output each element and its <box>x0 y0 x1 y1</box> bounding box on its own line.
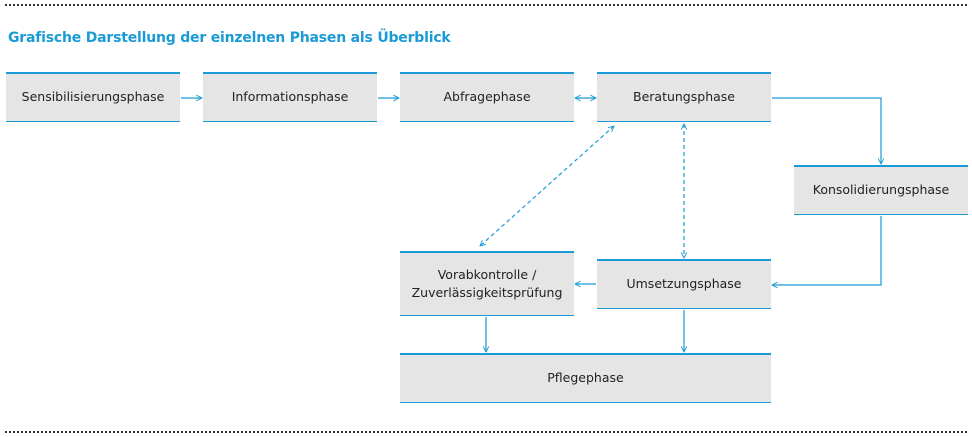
node-label-line2: Zuverlässigkeitsprüfung <box>411 285 563 300</box>
node-label: Informationsphase <box>231 89 349 105</box>
node-label: Beratungsphase <box>633 89 735 105</box>
dashed-arrow-beratung-vorabkontrolle <box>480 126 614 246</box>
node-abfragephase: Abfragephase <box>400 72 574 122</box>
node-informationsphase: Informationsphase <box>203 72 377 122</box>
node-label: Abfragephase <box>443 89 531 105</box>
top-dotted-divider <box>5 4 967 6</box>
node-umsetzungsphase: Umsetzungsphase <box>597 259 771 309</box>
node-label: Sensibilisierungsphase <box>21 89 165 105</box>
node-label-line1: Vorabkontrolle / <box>437 266 537 282</box>
node-label: Pflegephase <box>547 370 624 386</box>
diagram-title: Grafische Darstellung der einzelnen Phas… <box>8 30 451 46</box>
node-label: Umsetzungsphase <box>626 276 742 292</box>
node-pflegephase: Pflegephase <box>400 353 771 403</box>
node-sensibilisierungsphase: Sensibilisierungsphase <box>6 72 180 122</box>
node-label: Konsolidierungsphase <box>812 182 950 198</box>
arrow-konsolidierung-to-umsetzung <box>772 216 882 285</box>
node-beratungsphase: Beratungsphase <box>597 72 771 122</box>
bottom-dotted-divider <box>5 431 967 433</box>
arrow-beratung-to-konsolidierung <box>772 97 881 164</box>
node-vorabkontrolle: Vorabkontrolle / Zuverlässigkeitsprüfung <box>400 251 574 316</box>
node-konsolidierungsphase: Konsolidierungsphase <box>794 165 968 215</box>
